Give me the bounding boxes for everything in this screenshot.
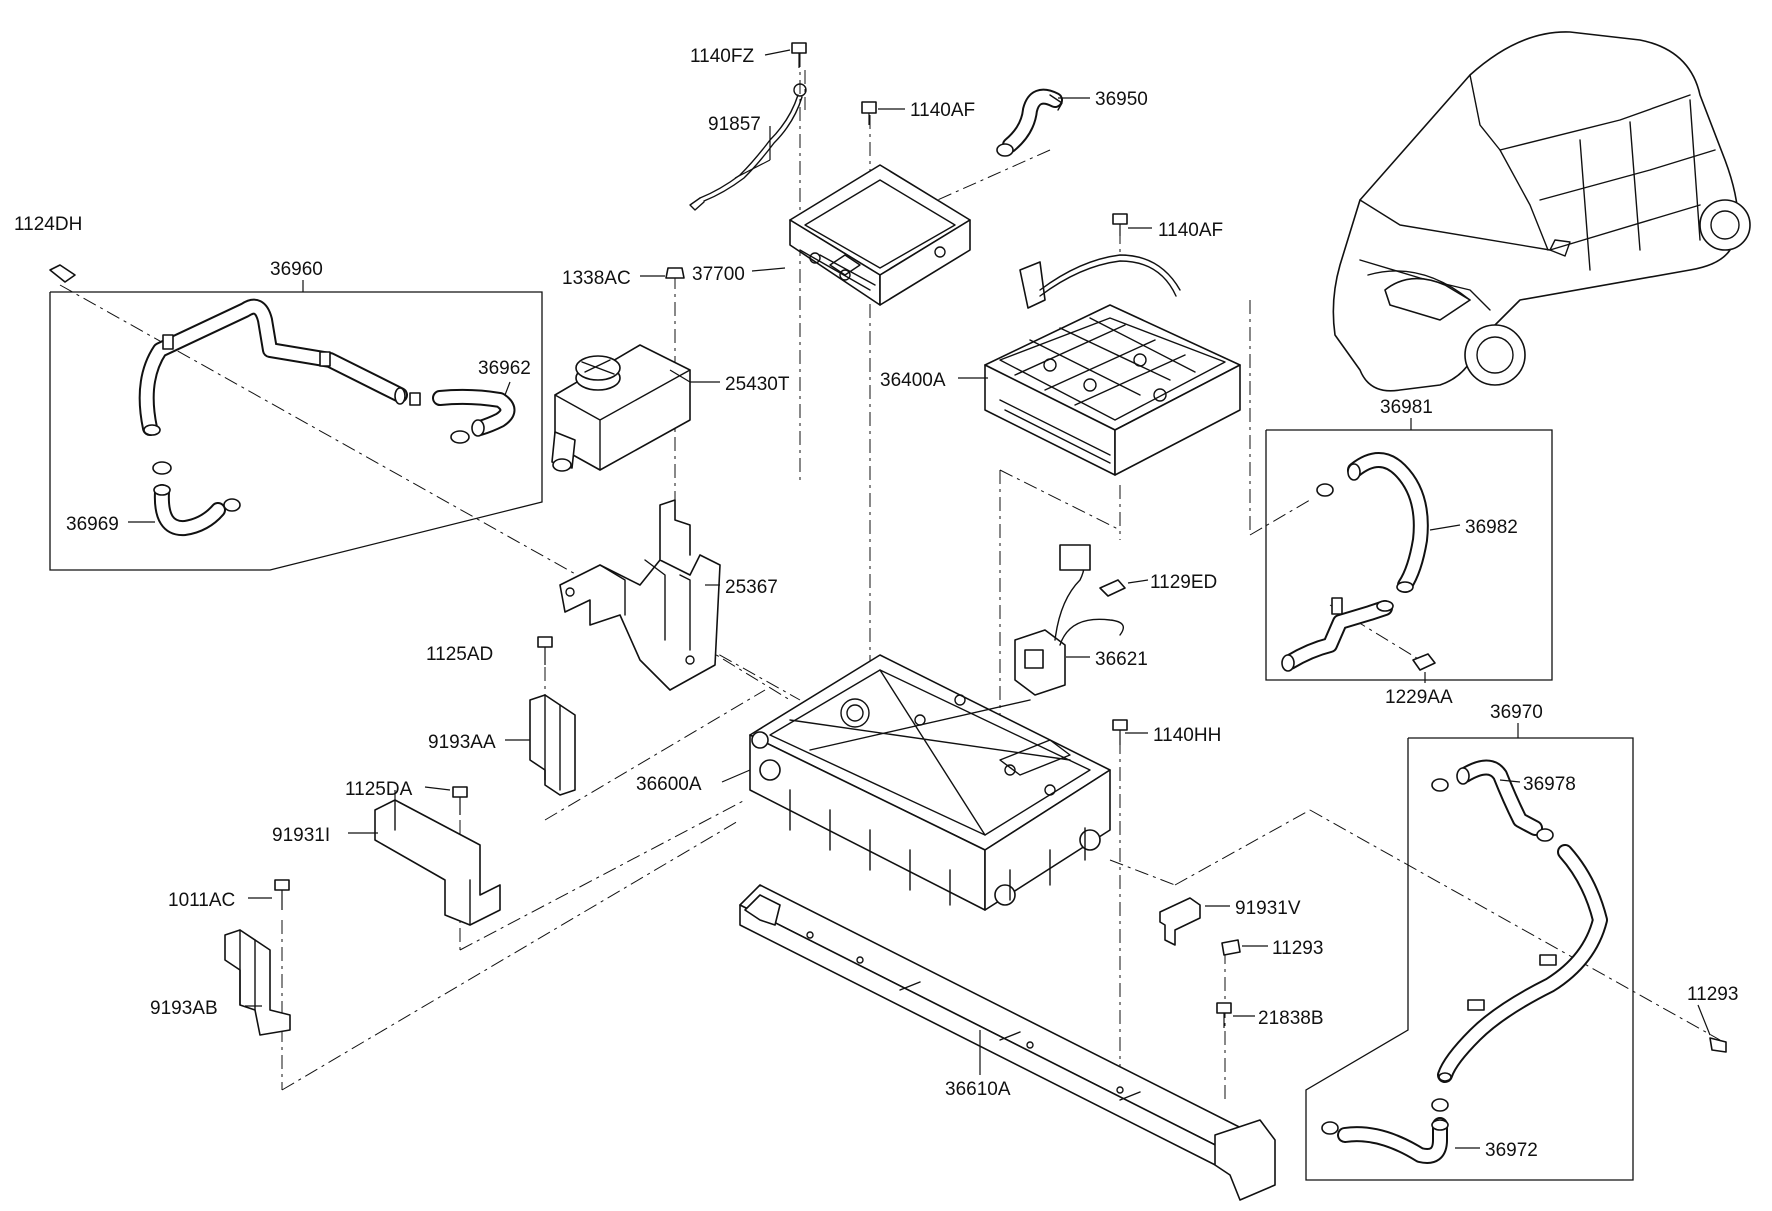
hose-36960 bbox=[138, 298, 421, 436]
label-91931V: 91931V bbox=[1235, 898, 1301, 919]
bolt-1140HH bbox=[1112, 719, 1128, 745]
leader-lines bbox=[128, 49, 1711, 1149]
label-21838B: 21838B bbox=[1258, 1008, 1324, 1029]
label-1125DA: 1125DA bbox=[345, 779, 413, 800]
label-36400A: 36400A bbox=[880, 370, 946, 391]
bracket-25367 bbox=[559, 499, 721, 691]
bolt-1229AA bbox=[1412, 653, 1436, 671]
label-36972: 36972 bbox=[1485, 1140, 1538, 1161]
bolt-1125DA bbox=[452, 786, 468, 815]
hose-36962 bbox=[432, 388, 516, 444]
label-1011AC: 1011AC bbox=[168, 890, 235, 911]
label-11293-right: 11293 bbox=[1687, 984, 1738, 1005]
label-11293-center: 11293 bbox=[1272, 938, 1323, 959]
label-36950: 36950 bbox=[1095, 89, 1148, 110]
bolt-1129ED bbox=[1099, 579, 1126, 597]
group-box-36960 bbox=[49, 280, 543, 571]
label-25367: 25367 bbox=[725, 577, 778, 598]
pipe-36970 bbox=[1437, 844, 1608, 1083]
label-36621: 36621 bbox=[1095, 649, 1148, 670]
label-37700: 37700 bbox=[692, 264, 745, 285]
bolt-11293-right bbox=[1709, 1037, 1727, 1053]
label-36610A: 36610A bbox=[945, 1079, 1011, 1100]
bolt-1125AD bbox=[537, 636, 553, 665]
hose-36978 bbox=[1431, 759, 1554, 842]
bolt-1140AF-top bbox=[861, 101, 877, 125]
label-9193AA: 9193AA bbox=[428, 732, 496, 753]
hose-36972 bbox=[1321, 1098, 1449, 1164]
label-1124DH: 1124DH bbox=[14, 214, 82, 235]
bolt-1124DH bbox=[49, 264, 76, 283]
label-91857: 91857 bbox=[708, 114, 761, 135]
label-1140AF-right: 1140AF bbox=[1158, 220, 1223, 241]
label-36969: 36969 bbox=[66, 514, 119, 535]
bolt-1140FZ bbox=[791, 42, 807, 97]
hose-36950 bbox=[996, 88, 1063, 157]
bolt-1140AF-right bbox=[1112, 213, 1128, 236]
label-1338AC: 1338AC bbox=[562, 268, 631, 289]
label-36970: 36970 bbox=[1490, 702, 1543, 723]
pipe-36981 bbox=[1281, 597, 1394, 672]
label-1140HH: 1140HH bbox=[1153, 725, 1221, 746]
bracket-91931I bbox=[374, 790, 501, 926]
bolt-1011AC bbox=[274, 879, 290, 910]
vehicle-illustration bbox=[1332, 31, 1751, 392]
label-36960: 36960 bbox=[270, 259, 323, 280]
label-1229AA: 1229AA bbox=[1385, 687, 1453, 708]
label-36978: 36978 bbox=[1523, 774, 1576, 795]
bracket-9193AA bbox=[529, 694, 576, 796]
reservoir-25430T bbox=[551, 344, 691, 472]
label-91931I: 91931I bbox=[272, 825, 330, 846]
label-1125AD: 1125AD bbox=[426, 644, 493, 665]
group-box-36981 bbox=[1265, 418, 1553, 681]
ground-cable-91857 bbox=[689, 94, 803, 211]
nut-1338AC bbox=[665, 267, 685, 279]
group-box-36970 bbox=[1305, 723, 1634, 1181]
unit-36600A bbox=[749, 654, 1111, 911]
label-36981: 36981 bbox=[1380, 397, 1433, 418]
label-1129ED: 1129ED bbox=[1150, 572, 1217, 593]
bolt-21838B bbox=[1216, 1002, 1232, 1028]
hose-36982 bbox=[1316, 452, 1429, 593]
label-9193AB: 9193AB bbox=[150, 998, 218, 1019]
sensor-36621 bbox=[1014, 544, 1124, 696]
bracket-91931V bbox=[1159, 897, 1201, 946]
controller-37700 bbox=[789, 164, 971, 306]
hose-36969 bbox=[152, 461, 241, 537]
module-36400A bbox=[984, 254, 1241, 476]
frame-rail-36610A bbox=[739, 884, 1276, 1201]
label-1140FZ: 1140FZ bbox=[690, 46, 754, 67]
label-36982: 36982 bbox=[1465, 517, 1518, 538]
label-25430T: 25430T bbox=[725, 374, 790, 395]
bracket-9193AB bbox=[224, 929, 291, 1036]
label-36600A: 36600A bbox=[636, 774, 702, 795]
bolt-11293-center bbox=[1221, 939, 1241, 956]
label-1140AF-top: 1140AF bbox=[910, 100, 975, 121]
label-36962: 36962 bbox=[478, 358, 531, 379]
